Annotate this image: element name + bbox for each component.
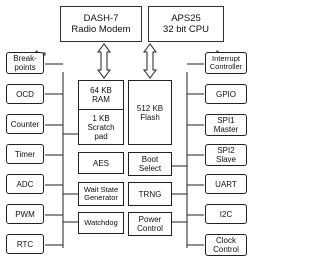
scratchpad-box: 1 KB Scratch pad [78, 109, 124, 145]
ram-line1: 64 KB [90, 86, 112, 95]
watchdog-box: Watchdog [78, 212, 124, 234]
cpu-line1: APS25 [171, 13, 201, 24]
rtc-box: RTC [6, 234, 44, 254]
interrupt-controller-box: Interrupt Controller [205, 52, 247, 74]
pwm-label: PWM [15, 209, 35, 219]
boot-select-box: Boot Select [128, 152, 172, 176]
gpio-box: GPIO [205, 84, 247, 104]
uart-box: UART [205, 174, 247, 194]
power-line1: Power [138, 215, 162, 224]
scratch-line3: pad [94, 131, 108, 141]
flash-line2: Flash [140, 112, 160, 122]
ocd-box: OCD [6, 84, 44, 104]
counter-label: Counter [10, 119, 40, 129]
spi2-line1: SPI2 [217, 146, 235, 155]
scratch-line1: 1 KB [92, 113, 110, 123]
interrupt-line2: Controller [209, 62, 243, 71]
spi2-slave-box: SPI2 Slave [205, 144, 247, 166]
aes-label: AES [92, 158, 109, 168]
interrupt-line1: Interrupt [212, 53, 240, 63]
breakpoints-line2: points [14, 63, 36, 72]
timer-label: Timer [14, 149, 36, 159]
spi1-line2: Master [213, 125, 239, 134]
breakpoints-box: Break- points [6, 52, 44, 74]
connector-diagram [32, 43, 222, 248]
clock-line1: Clock [215, 236, 236, 245]
spi1-master-box: SPI1 Master [205, 114, 247, 136]
trng-box: TRNG [128, 182, 172, 206]
ram-line2: RAM [92, 95, 110, 104]
gpio-label: GPIO [215, 89, 236, 99]
waitstate-line2: Generator [84, 193, 118, 202]
flash-line1: 512 KB [136, 103, 164, 113]
watchdog-label: Watchdog [84, 217, 118, 227]
clock-control-box: Clock Control [205, 234, 247, 256]
flash-box: 512 KB Flash [128, 80, 172, 145]
trng-label: TRNG [138, 189, 162, 199]
aes-box: AES [78, 152, 124, 174]
modem-line2: Radio Modem [71, 24, 131, 35]
ocd-label: OCD [16, 89, 34, 99]
uart-label: UART [215, 179, 237, 189]
pwm-box: PWM [6, 204, 44, 224]
timer-box: Timer [6, 144, 44, 164]
power-control-box: Power Control [128, 212, 172, 236]
adc-box: ADC [6, 174, 44, 194]
modem-line1: DASH-7 [83, 13, 119, 24]
scratch-line2: Scratch [87, 122, 115, 132]
ram-box: 64 KB RAM [78, 80, 124, 110]
power-line2: Control [137, 224, 163, 233]
breakpoints-line1: Break- [13, 54, 37, 63]
clock-line2: Control [213, 245, 239, 254]
i2c-label: I2C [219, 209, 233, 219]
boot-line1: Boot [141, 155, 159, 164]
spi2-line2: Slave [215, 155, 236, 164]
aps25-cpu-box: APS25 32 bit CPU [148, 6, 224, 42]
adc-label: ADC [16, 179, 34, 189]
spi1-line1: SPI1 [217, 116, 235, 125]
rtc-label: RTC [16, 239, 34, 249]
dash7-radio-modem-box: DASH-7 Radio Modem [60, 6, 142, 42]
cpu-line2: 32 bit CPU [163, 24, 209, 35]
waitstate-line1: Wait State [83, 184, 119, 194]
i2c-box: I2C [205, 204, 247, 224]
boot-line2: Select [138, 164, 162, 173]
counter-box: Counter [6, 114, 44, 134]
wait-state-generator-box: Wait State Generator [78, 182, 124, 206]
